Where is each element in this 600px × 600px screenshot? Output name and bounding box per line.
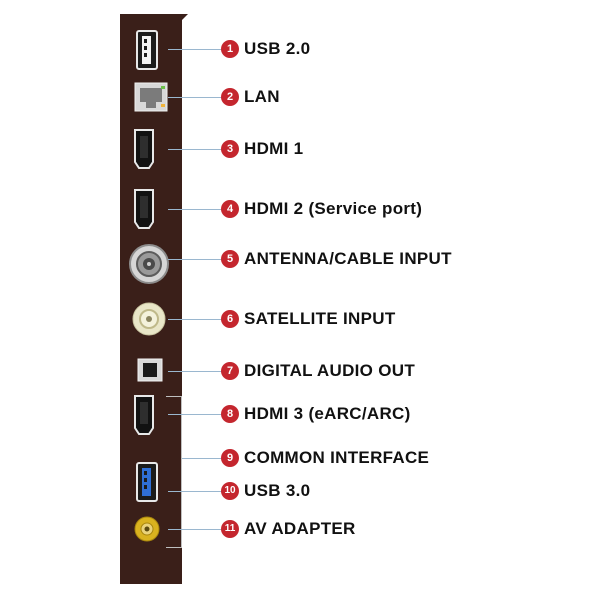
leader-line: [168, 319, 222, 320]
port-label-digital-audio: DIGITAL AUDIO OUT: [244, 361, 415, 380]
optical-port-icon: [137, 358, 163, 382]
leader-line: [168, 149, 222, 150]
port-label-hdmi-3: HDMI 3 (eARC/ARC): [244, 404, 411, 423]
hdmi-port-icon: [131, 394, 157, 436]
leader-line: [168, 529, 222, 530]
port-label-usb-3: USB 3.0: [244, 481, 311, 500]
av-jack-icon: [134, 516, 160, 542]
leader-line: [182, 458, 222, 459]
leader-line: [168, 414, 222, 415]
leader-line: [168, 371, 222, 372]
usb-port-icon: [136, 30, 158, 70]
satellite-connector-icon: [132, 302, 166, 336]
leader-line: [168, 49, 222, 50]
port-label-usb-2: USB 2.0: [244, 39, 311, 58]
port-label-av-adapter: AV ADAPTER: [244, 519, 356, 538]
port-label-common-interface: COMMON INTERFACE: [244, 448, 430, 467]
port-label-antenna: ANTENNA/CABLE INPUT: [244, 249, 452, 268]
usb3-port-icon: [136, 462, 158, 502]
callout-badge-6: 6: [221, 310, 239, 328]
callout-badge-10: 10: [221, 482, 239, 500]
callout-badge-2: 2: [221, 88, 239, 106]
callout-badge-11: 11: [221, 520, 239, 538]
leader-line: [168, 209, 222, 210]
callout-badge-5: 5: [221, 250, 239, 268]
hdmi-port-icon: [131, 128, 157, 170]
coaxial-connector-icon: [128, 243, 170, 285]
ci-slot-icon: [166, 396, 182, 548]
panel-corner: [180, 14, 188, 22]
ethernet-port-icon: [134, 82, 168, 112]
leader-line: [168, 97, 222, 98]
callout-badge-1: 1: [221, 40, 239, 58]
callout-badge-7: 7: [221, 362, 239, 380]
callout-badge-8: 8: [221, 405, 239, 423]
leader-line: [168, 491, 222, 492]
callout-badge-3: 3: [221, 140, 239, 158]
callout-badge-9: 9: [221, 449, 239, 467]
port-label-satellite: SATELLITE INPUT: [244, 309, 396, 328]
callout-badge-4: 4: [221, 200, 239, 218]
port-label-lan: LAN: [244, 87, 280, 106]
leader-line: [168, 259, 222, 260]
port-label-hdmi-2: HDMI 2 (Service port): [244, 199, 423, 218]
port-label-hdmi-1: HDMI 1: [244, 139, 304, 158]
hdmi-port-icon: [131, 188, 157, 230]
